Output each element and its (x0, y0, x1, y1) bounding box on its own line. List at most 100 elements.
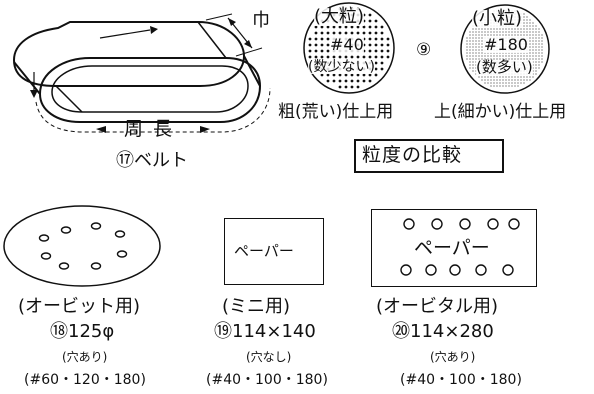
grit-dot (505, 79, 507, 81)
grit-dot (478, 34, 480, 36)
grit-dot (469, 61, 471, 63)
grit-dot (484, 82, 486, 84)
grit-dot (520, 55, 522, 57)
grit-dot (487, 34, 489, 36)
grit-dot (535, 25, 537, 27)
grit-dot (535, 37, 537, 39)
grit-dot (517, 79, 519, 81)
grit-dot (332, 25, 336, 29)
grit-dot (508, 58, 510, 60)
grit-dot (320, 49, 324, 53)
coarse-count-label: (数少ない) (308, 59, 375, 75)
grit-dot (380, 61, 384, 65)
grit-dot (344, 79, 348, 83)
grit-dot (386, 55, 390, 59)
grit-dot (469, 67, 471, 69)
grit-dot (535, 52, 537, 54)
grit-dot (308, 49, 312, 53)
grit-dot (350, 25, 354, 29)
grit-dot (326, 55, 330, 59)
grit-dot (517, 76, 519, 78)
fine-size-label: (小粒) (472, 8, 523, 29)
grit-dot (502, 55, 504, 57)
grit-dot (326, 43, 330, 47)
grit-dot (511, 31, 513, 33)
grit-dot (514, 58, 516, 60)
grit-dot (508, 31, 510, 33)
grit-dot (511, 85, 513, 87)
grit-dot (490, 82, 492, 84)
fine-grit-value: #180 (484, 35, 528, 54)
grit-dot (532, 34, 534, 36)
grit-dot (374, 25, 378, 29)
grit-dot (511, 82, 513, 84)
grit-dot (466, 37, 468, 39)
grit-comparison-title-box (354, 139, 504, 173)
grit-dot (535, 46, 537, 48)
grit-dot (320, 55, 324, 59)
orbit-pad-holes (38, 222, 128, 270)
grit-dot (493, 85, 495, 87)
grit-dot (472, 49, 474, 51)
belt-inner-band (51, 65, 249, 113)
grit-dot (508, 34, 510, 36)
grit-dot (529, 52, 531, 54)
belt-caption: ⑰ベルト (116, 150, 188, 171)
grit-dot (469, 40, 471, 42)
grit-dot (368, 31, 372, 35)
grit-dot (508, 28, 510, 30)
grit-dot (362, 31, 366, 35)
grit-dot (469, 46, 471, 48)
grit-dot (535, 73, 537, 75)
grit-dot (493, 28, 495, 30)
grit-dot (517, 58, 519, 60)
grit-dot (517, 28, 519, 30)
grit-dot (541, 61, 543, 63)
pad-hole (459, 218, 471, 230)
grit-dot (490, 79, 492, 81)
pad-hole (40, 252, 52, 260)
grit-dot (475, 58, 477, 60)
pad-hole (114, 230, 126, 238)
grit-dot (469, 37, 471, 39)
grit-dot (502, 31, 504, 33)
grit-dot (466, 43, 468, 45)
belt-outer-edge (12, 21, 246, 87)
grit-dot (529, 49, 531, 51)
grit-dot (535, 67, 537, 69)
grit-dot (466, 52, 468, 54)
grit-dot (499, 85, 501, 87)
grit-dot (332, 79, 336, 83)
grit-dot (481, 34, 483, 36)
grit-dot (350, 55, 354, 59)
grit-dot (496, 85, 498, 87)
belt-direction-arrow-head-left (30, 90, 38, 98)
grit-dot (511, 28, 513, 30)
grit-dot (523, 55, 525, 57)
grit-dot (526, 22, 528, 24)
grit-dot (475, 46, 477, 48)
grit-dot (532, 58, 534, 60)
grit-dot (481, 49, 483, 51)
grit-dot (541, 43, 543, 45)
grit-dot (520, 58, 522, 60)
grit-dot (529, 34, 531, 36)
belt-side-right (243, 55, 261, 87)
grit-dot (374, 43, 378, 47)
grit-dot (380, 25, 384, 29)
grit-dot (499, 76, 501, 78)
grit-dot (314, 55, 318, 59)
grit-dot (535, 58, 537, 60)
grit-dot (499, 31, 501, 33)
grit-dot (529, 37, 531, 39)
grit-dot (493, 31, 495, 33)
grit-dot (526, 79, 528, 81)
grit-dot (338, 85, 342, 89)
grit-dot (538, 34, 540, 36)
grit-dot (541, 37, 543, 39)
grit-dot (535, 31, 537, 33)
grit-dot (338, 55, 342, 59)
grit-dot (511, 34, 513, 36)
grit-dot (490, 85, 492, 87)
orbital-pad-holes (400, 218, 520, 276)
